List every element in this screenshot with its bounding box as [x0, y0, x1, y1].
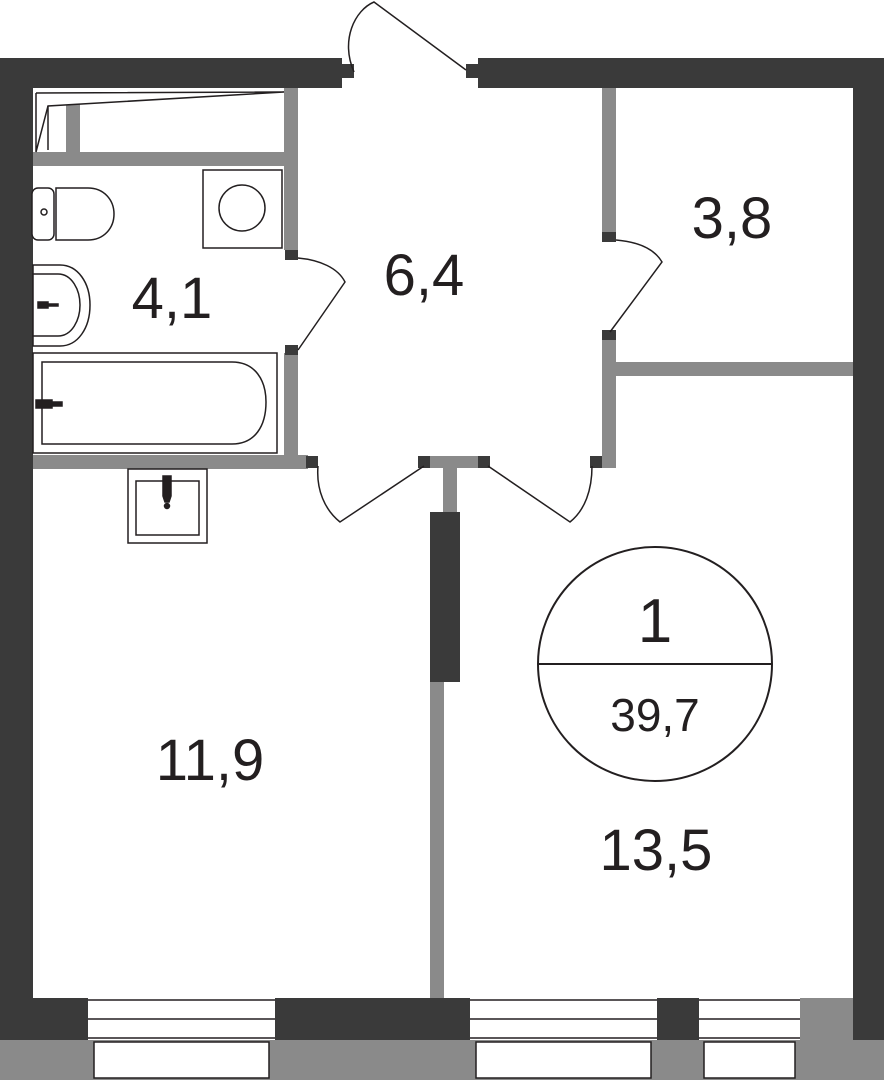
room-area-storage: 3,8 — [692, 186, 773, 251]
wall-room-divider-dark — [430, 512, 460, 682]
total-area: 39,7 — [610, 689, 700, 741]
bathroom-sink-icon — [32, 264, 91, 347]
door-swings — [297, 1, 663, 523]
room-area-kitchen: 11,9 — [156, 728, 265, 793]
bottom-wall-pier-2 — [275, 998, 470, 1040]
outer-wall-top-left — [0, 58, 342, 88]
wall-storage-left-lower — [602, 340, 616, 468]
bottom-wall-pier-3 — [657, 998, 699, 1040]
door-jamb-left — [340, 64, 354, 78]
kitchen-sink-icon — [127, 468, 208, 544]
wall-bath-bottom — [33, 455, 308, 469]
door-jambs — [285, 232, 616, 468]
windows — [88, 998, 800, 1079]
outer-wall-left — [0, 58, 33, 1040]
partitions — [33, 88, 853, 998]
toilet-icon — [31, 187, 115, 241]
window-balcony-door — [699, 998, 800, 1079]
wall-storage-bottom — [616, 362, 853, 376]
kitchen-door — [316, 465, 425, 523]
wall-storage-left-upper — [602, 88, 616, 232]
window-kitchen — [88, 998, 275, 1079]
outer-wall-right — [853, 58, 884, 1040]
wall-bath-right-upper — [284, 88, 298, 250]
room-area-bathroom: 4,1 — [132, 266, 213, 331]
entrance-door — [347, 1, 467, 73]
bathtub-icon — [32, 352, 278, 454]
outer-wall-top-right — [478, 58, 884, 88]
outer-walls — [0, 58, 884, 1040]
wall-room-divider-bottom — [430, 682, 444, 998]
storage-door — [609, 239, 663, 333]
washing-machine-icon — [202, 169, 283, 249]
bottom-wall-pier-1 — [0, 998, 88, 1040]
door-jamb-right — [466, 64, 480, 78]
apartment-summary-badge: 1 39,7 — [537, 546, 773, 782]
living-door — [487, 465, 593, 523]
room-count: 1 — [638, 587, 672, 656]
wall-room-divider-top — [443, 460, 457, 512]
bathroom-door — [297, 257, 346, 351]
wall-bath-right-lower — [284, 353, 298, 465]
shelf-divider — [33, 152, 285, 166]
shelf-post — [66, 96, 80, 154]
room-area-living: 13,5 — [600, 818, 713, 883]
bathroom-fixtures — [31, 91, 285, 454]
wall-hall-bottom — [418, 456, 490, 468]
window-living — [470, 998, 657, 1079]
room-area-hallway: 6,4 — [384, 243, 465, 308]
balcony-corner — [800, 998, 853, 1040]
room-labels: 4,1 6,4 3,8 11,9 13,5 — [132, 186, 773, 883]
